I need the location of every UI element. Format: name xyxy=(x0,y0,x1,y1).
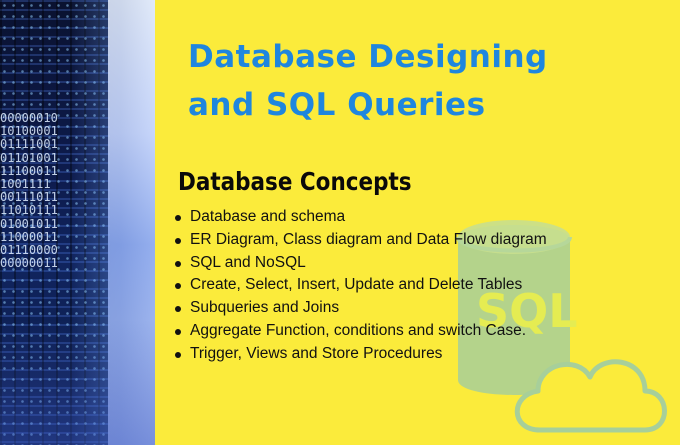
list-item: Trigger, Views and Store Procedures xyxy=(172,343,562,366)
list-item: Create, Select, Insert, Update and Delet… xyxy=(172,274,562,297)
page-title: Database Designing and SQL Queries xyxy=(188,33,548,129)
binary-row: 11010111 xyxy=(0,204,58,218)
title-line-2: and SQL Queries xyxy=(188,87,486,123)
binary-row: 1001111 xyxy=(0,177,51,191)
watermark-sql-text: SQL xyxy=(476,284,578,338)
list-item: ER Diagram, Class diagram and Data Flow … xyxy=(172,229,562,252)
title-line-1: Database Designing xyxy=(188,39,548,75)
binary-row: 01111001 xyxy=(0,138,58,152)
section-heading: Database Concepts xyxy=(178,167,412,196)
corridor-light xyxy=(108,0,155,445)
binary-row: 10100001 xyxy=(0,125,58,139)
binary-row: 01110000 xyxy=(0,243,58,257)
database-cloud-icon: SQL xyxy=(456,220,667,433)
binary-row: 00000010 xyxy=(0,112,58,125)
list-item: Database and schema xyxy=(172,206,562,229)
concept-list: Database and schema ER Diagram, Class di… xyxy=(172,206,562,366)
floor-reflection xyxy=(0,320,155,445)
binary-row: 00111011 xyxy=(0,191,58,205)
list-item: Subqueries and Joins xyxy=(172,297,562,320)
binary-row: 00000011 xyxy=(0,257,58,271)
list-item: SQL and NoSQL xyxy=(172,252,562,275)
binary-row: 11100011 xyxy=(0,164,58,178)
binary-row: 01101001 xyxy=(0,151,58,165)
binary-row: 11000011 xyxy=(0,230,58,244)
binary-row: 01001011 xyxy=(0,217,58,231)
list-item: Aggregate Function, conditions and switc… xyxy=(172,320,562,343)
